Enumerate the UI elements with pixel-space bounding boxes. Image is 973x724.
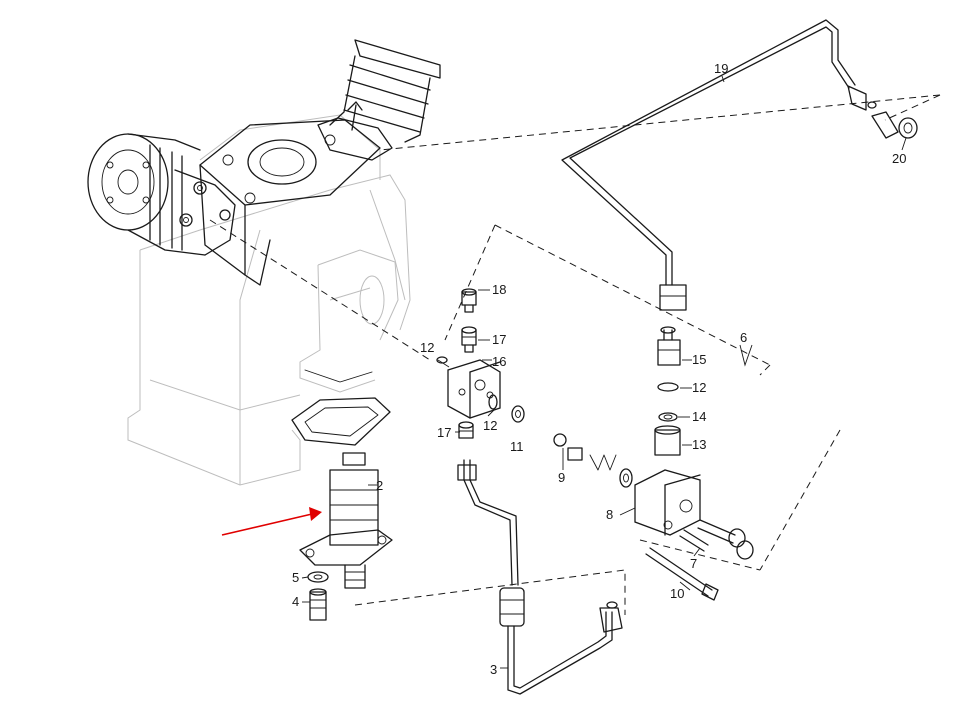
label-13: 13 [692, 437, 706, 452]
rings-and-sleeve [654, 382, 681, 456]
valve-15 [657, 326, 681, 366]
elbow-fitting-20 [871, 111, 918, 139]
leader-lines [301, 75, 907, 669]
red-pointer-arrow [221, 507, 322, 536]
pulley-assembly [87, 133, 236, 256]
label-12-right: 12 [692, 380, 706, 395]
label-17-lower: 17 [437, 425, 451, 440]
label-15: 15 [692, 352, 706, 367]
injection-pump [299, 452, 393, 589]
engine-block [127, 114, 411, 486]
label-12-mid: 12 [483, 418, 497, 433]
label-2: 2 [376, 478, 383, 493]
fitting-18 [461, 288, 477, 313]
fitting-17-lower [458, 421, 474, 439]
fuel-line-19 [561, 19, 877, 311]
label-9: 9 [558, 470, 565, 485]
label-16: 16 [492, 354, 506, 369]
label-4: 4 [292, 594, 299, 609]
label-19: 19 [714, 61, 728, 76]
washer-11 [511, 405, 525, 423]
label-18: 18 [492, 282, 506, 297]
label-12-left: 12 [420, 340, 434, 355]
label-20: 20 [892, 151, 906, 166]
label-14: 14 [692, 409, 706, 424]
label-10: 10 [670, 586, 684, 601]
label-6: 6 [740, 330, 747, 345]
cooling-fins [317, 39, 441, 161]
bolts-7-10 [645, 519, 754, 601]
label-5: 5 [292, 570, 299, 585]
fuel-line-3 [457, 459, 623, 695]
label-7: 7 [690, 556, 697, 571]
washer-and-bolt [307, 571, 329, 621]
ball-and-spring-9 [553, 433, 633, 488]
label-3: 3 [490, 662, 497, 677]
distribution-block-16 [447, 359, 501, 419]
gasket [291, 397, 391, 446]
fitting-17-upper [461, 326, 477, 353]
label-8: 8 [606, 507, 613, 522]
part-labels: 18 17 12 16 12 17 11 2 9 8 5 4 3 15 12 1… [292, 61, 906, 677]
mounting-bracket [299, 249, 399, 393]
label-17-upper: 17 [492, 332, 506, 347]
valve-block-8 [634, 469, 701, 536]
assembly-dash-lines [209, 94, 941, 615]
label-11: 11 [510, 439, 524, 454]
